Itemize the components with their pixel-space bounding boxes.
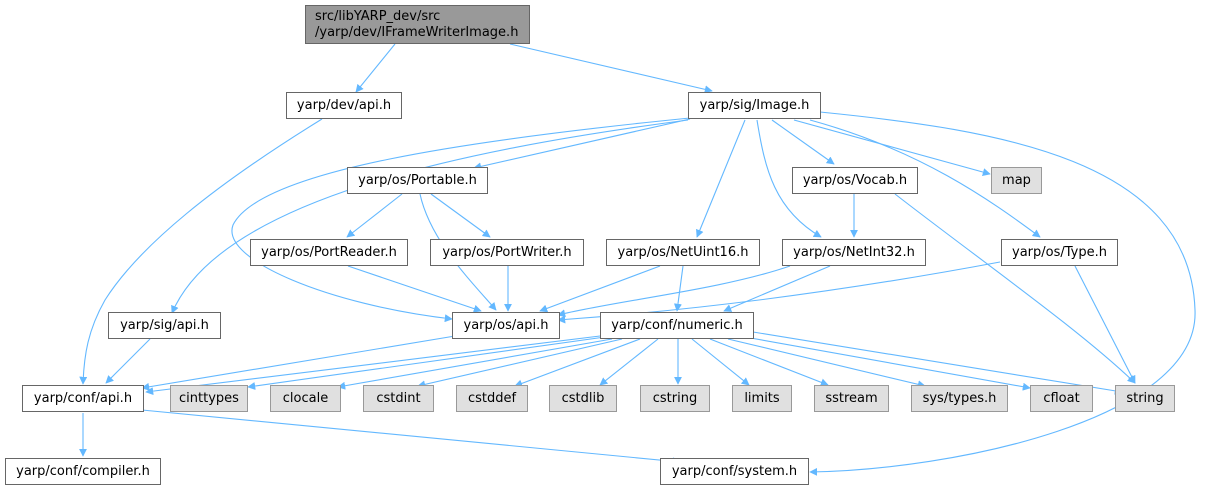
edge-confapi-system <box>141 409 681 466</box>
node-clocale: clocale <box>270 385 341 412</box>
node-conf-compiler[interactable]: yarp/conf/compiler.h <box>5 458 161 485</box>
edge-sigapi-confapi <box>105 338 151 384</box>
node-cstdint: cstdint <box>363 385 434 412</box>
edge-image-osapi <box>231 117 691 323</box>
node-conf-numeric[interactable]: yarp/conf/numeric.h <box>600 312 754 339</box>
node-limits: limits <box>732 385 792 412</box>
node-sstream: sstream <box>814 385 889 412</box>
node-sig-api[interactable]: yarp/sig/api.h <box>108 312 221 339</box>
edge-image-netuint16 <box>696 119 746 238</box>
node-map: map <box>991 167 1042 194</box>
edge-numeric-cinttypes <box>247 336 606 390</box>
root-node-line1: src/libYARP_dev/src <box>315 8 441 24</box>
node-cstddef: cstddef <box>456 385 528 412</box>
node-os-vocab[interactable]: yarp/os/Vocab.h <box>792 167 918 194</box>
node-string: string <box>1115 385 1175 412</box>
node-conf-api[interactable]: yarp/conf/api.h <box>22 385 144 412</box>
edge-portreader-osapi <box>347 265 482 313</box>
edge-netint32-numeric <box>723 265 831 312</box>
edge-numeric-confapi <box>145 335 601 396</box>
edge-numeric-limits <box>691 338 750 386</box>
node-sys-types: sys/types.h <box>911 385 1008 412</box>
node-os-portreader[interactable]: yarp/os/PortReader.h <box>250 239 408 266</box>
edge-portable-portreader <box>346 193 403 238</box>
node-conf-system[interactable]: yarp/conf/system.h <box>660 458 809 485</box>
node-os-portable[interactable]: yarp/os/Portable.h <box>347 167 488 194</box>
edge-netuint16-osapi <box>539 265 661 313</box>
edge-netint32-osapi <box>557 265 791 318</box>
edge-numeric-string <box>752 331 1123 395</box>
edge-root-devapi <box>355 43 396 93</box>
edge-numeric-systypes <box>727 338 926 389</box>
edge-numeric-cfloat <box>744 336 1031 391</box>
edge-image-type <box>809 119 1041 238</box>
edge-portable-portwriter <box>430 193 491 238</box>
node-cinttypes: cinttypes <box>170 385 248 412</box>
edge-image-netint32 <box>756 119 822 238</box>
edge-numeric-sstream <box>709 338 829 387</box>
edge-numeric-clocale <box>337 338 613 390</box>
edge-numeric-cstdint <box>417 338 623 389</box>
node-os-netuint16[interactable]: yarp/os/NetUint16.h <box>606 239 760 266</box>
node-os-type[interactable]: yarp/os/Type.h <box>1001 239 1118 266</box>
edge-image-system <box>809 111 1196 476</box>
root-node-line2: /yarp/dev/IFrameWriterImage.h <box>315 24 519 40</box>
node-os-netint32[interactable]: yarp/os/NetInt32.h <box>782 239 926 266</box>
edge-numeric-cstddef <box>514 338 641 388</box>
edge-netuint16-numeric <box>673 265 684 312</box>
edge-vocab-string <box>894 193 1136 384</box>
node-sig-image[interactable]: yarp/sig/Image.h <box>688 92 821 119</box>
edge-numeric-cstdlib <box>599 338 659 386</box>
edge-type-string <box>1074 265 1136 384</box>
node-cfloat: cfloat <box>1030 385 1093 412</box>
edge-image-vocab <box>771 119 835 165</box>
node-cstring: cstring <box>640 385 710 412</box>
edge-devapi-confapi <box>79 118 323 385</box>
node-dev-api[interactable]: yarp/dev/api.h <box>286 92 402 119</box>
node-os-api[interactable]: yarp/os/api.h <box>452 312 560 339</box>
edge-osapi-confapi <box>141 335 456 391</box>
node-os-portwriter[interactable]: yarp/os/PortWriter.h <box>430 239 584 266</box>
edge-image-portable <box>473 118 691 171</box>
edge-root-image <box>509 43 713 94</box>
edge-image-map <box>793 119 991 176</box>
root-node-iframewriterimage: src/libYARP_dev/src /yarp/dev/IFrameWrit… <box>305 5 530 44</box>
node-cstdlib: cstdlib <box>549 385 617 412</box>
